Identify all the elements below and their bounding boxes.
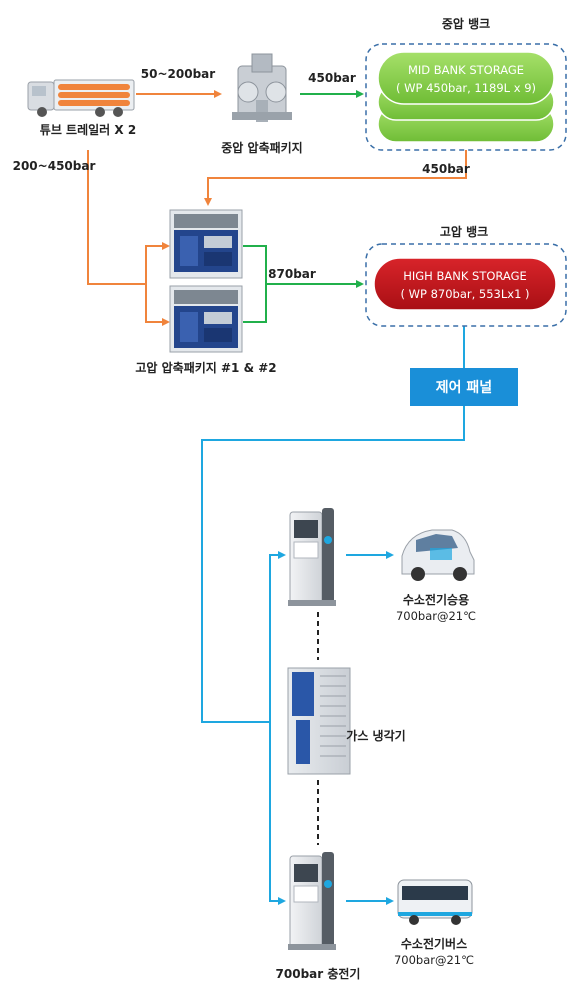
flow-control-panel-to-system [201,406,465,723]
car-spec: 700bar@21℃ [396,609,476,623]
high-compressor-1-image [169,209,243,279]
flow-to-dispenser-2 [269,722,286,905]
mid-compressor-icon [232,53,292,122]
tube-trailer-label: 튜브 트레일러 X 2 [40,122,136,137]
dispenser-2-image [288,852,336,950]
dispenser-label: 700bar 충전기 [276,966,361,981]
flow-branch-high-1 [145,242,170,284]
flow-mid-bank-return [204,150,467,206]
car-image [401,529,475,581]
flow-high-compressor-1-out [243,245,267,323]
car-label: 수소전기승용 [403,592,469,607]
mid-bank-border [365,43,567,151]
flow-label-450-out: 450bar [308,71,356,85]
mid-compressor-label: 중압 압축패키지 [221,140,302,155]
flow-to-dispenser-1 [269,551,286,722]
flow-label-450-return: 450bar [422,162,470,176]
high-bank-title: 고압 뱅크 [440,224,488,239]
high-bank-tank [373,257,557,311]
tube-trailer-icon [27,79,135,117]
bus-image [397,879,473,925]
dispenser-1-image [288,508,336,606]
mid-bank-tanks [377,51,555,143]
bus-label: 수소전기버스 [401,936,467,951]
control-panel-label: 제어 패널 [436,379,492,396]
mid-bank-title: 중압 뱅크 [442,16,490,31]
high-compressor-label: 고압 압축패키지 #1 & #2 [135,360,276,375]
high-bank-border [365,243,567,327]
high-bank-name: HIGH BANK STORAGE [403,269,527,283]
mid-bank-name: MID BANK STORAGE [408,63,524,77]
gas-chiller-label: 가스 냉각기 [346,728,405,743]
flow-trailer-to-high-compressors [87,150,146,285]
control-panel-box [410,368,518,406]
flow-branch-high-2 [145,284,170,326]
flow-label-50-200: 50~200bar [141,67,215,81]
flow-label-200-450: 200~450bar [13,159,96,173]
bus-spec: 700bar@21℃ [394,953,474,967]
high-bank-spec: ( WP 870bar, 553Lx1 ) [400,287,529,301]
flow-label-870: 870bar [268,267,316,281]
mid-bank-spec: ( WP 450bar, 1189L x 9) [396,81,536,95]
gas-chiller-image [287,667,351,775]
high-compressor-2-image [169,285,243,353]
